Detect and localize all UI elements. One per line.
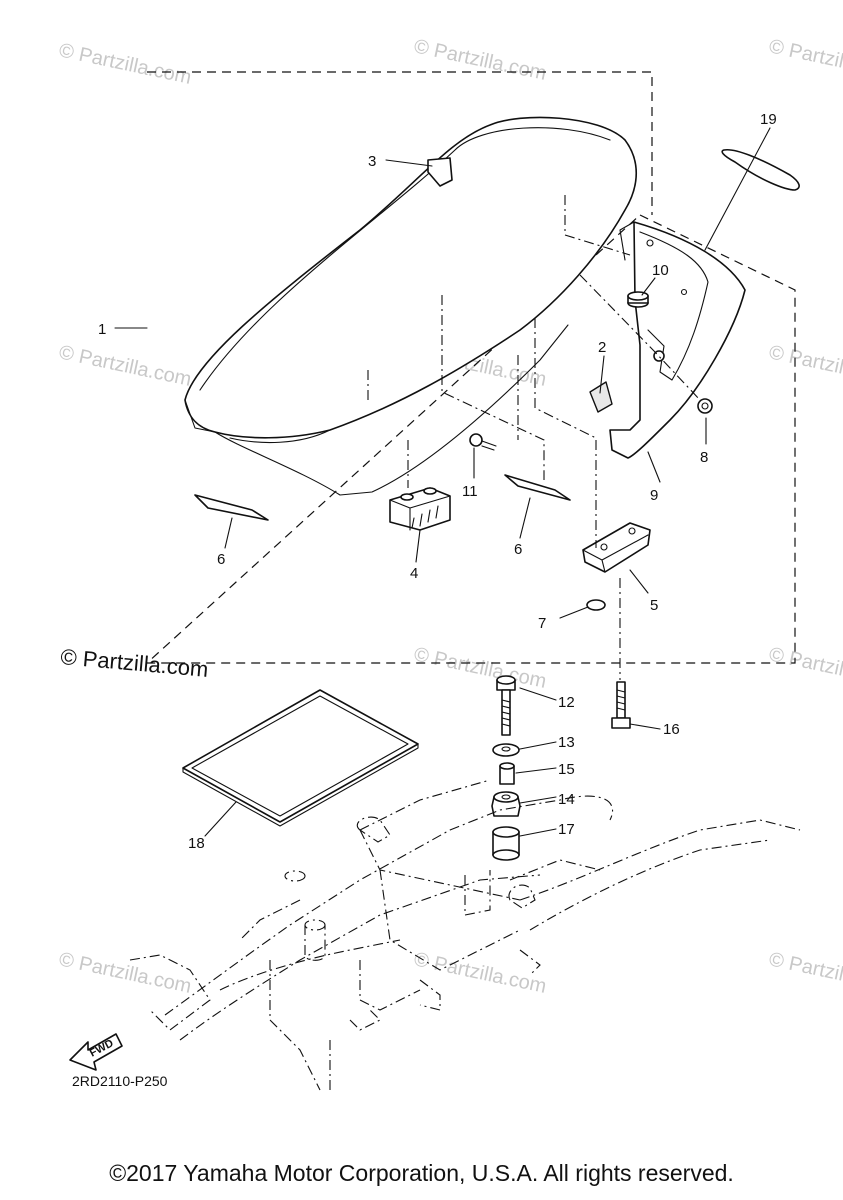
callout-2: 2: [598, 339, 606, 356]
callout-15: 15: [558, 761, 575, 778]
callout-6: 6: [217, 551, 225, 568]
watermark: © Partzilla.com: [57, 341, 193, 391]
seat-label-tag-part: [427, 157, 453, 187]
callout-4: 4: [410, 565, 418, 582]
washer-part: [492, 743, 520, 757]
callout-7: 7: [538, 615, 546, 632]
watermark: © Partzilla.com: [767, 643, 843, 693]
leader-lines: [114, 127, 771, 837]
watermark: © Partzilla.com: [767, 341, 843, 391]
rear-cowl-part: [609, 221, 746, 459]
callout-13: 13: [558, 734, 575, 751]
callout-numbers: 1 2 3 4 5 6 6 7 8 9 10 11 12 13 14 15 16…: [98, 111, 777, 852]
callout-19: 19: [760, 111, 777, 128]
copyright-notice: ©2017 Yamaha Motor Corporation, U.S.A. A…: [109, 1160, 734, 1186]
emblem-strip-part: [721, 148, 800, 191]
callout-3: 3: [368, 153, 376, 170]
watermark: © Partzilla.com: [57, 948, 193, 998]
callout-17: 17: [558, 821, 575, 838]
spacer-part: [492, 826, 520, 861]
bolt-long-part: [496, 675, 516, 736]
callout-12: 12: [558, 694, 575, 711]
battery-cover-part: [182, 689, 419, 827]
callout-1: 1: [98, 321, 106, 338]
forward-arrow-icon: FWD: [69, 1033, 123, 1071]
bolt-16-part: [611, 681, 631, 729]
watermark: © Partzilla.com: [767, 35, 843, 85]
watermark: © Partzilla.com: [412, 35, 548, 85]
callout-11: 11: [462, 483, 478, 500]
rear-bracket-part: [582, 522, 651, 573]
pad-part: [194, 494, 269, 521]
callout-18: 18: [188, 835, 205, 852]
diagram-code: 2RD2110-P250: [72, 1073, 168, 1089]
seat-part: [184, 116, 637, 496]
assembly-guide-lines: [367, 195, 701, 680]
bolt-part: [469, 433, 497, 451]
watermark: © Partzilla.com: [412, 643, 548, 693]
watermark: © Partzilla.com: [767, 948, 843, 998]
collar-part: [499, 762, 515, 785]
callout-5: 5: [650, 597, 658, 614]
callout-14: 14: [558, 791, 575, 808]
callout-10: 10: [652, 262, 669, 279]
frame-reference: [129, 779, 801, 1091]
front-bracket-part: [389, 487, 451, 531]
callout-16: 16: [663, 721, 680, 738]
nut-part: [697, 398, 713, 414]
callout-8: 8: [700, 449, 708, 466]
partzilla-brand-stamp: © Partzilla.com: [60, 644, 210, 682]
seat-assembly-outline: [145, 71, 796, 664]
callout-6b: 6: [514, 541, 522, 558]
grommet-part: [586, 599, 606, 611]
watermark: © Partzilla.com: [57, 39, 193, 89]
pad-part: [504, 474, 571, 501]
callout-9: 9: [650, 487, 658, 504]
rubber-damper-part: [491, 791, 521, 817]
damper-part: [627, 291, 649, 308]
